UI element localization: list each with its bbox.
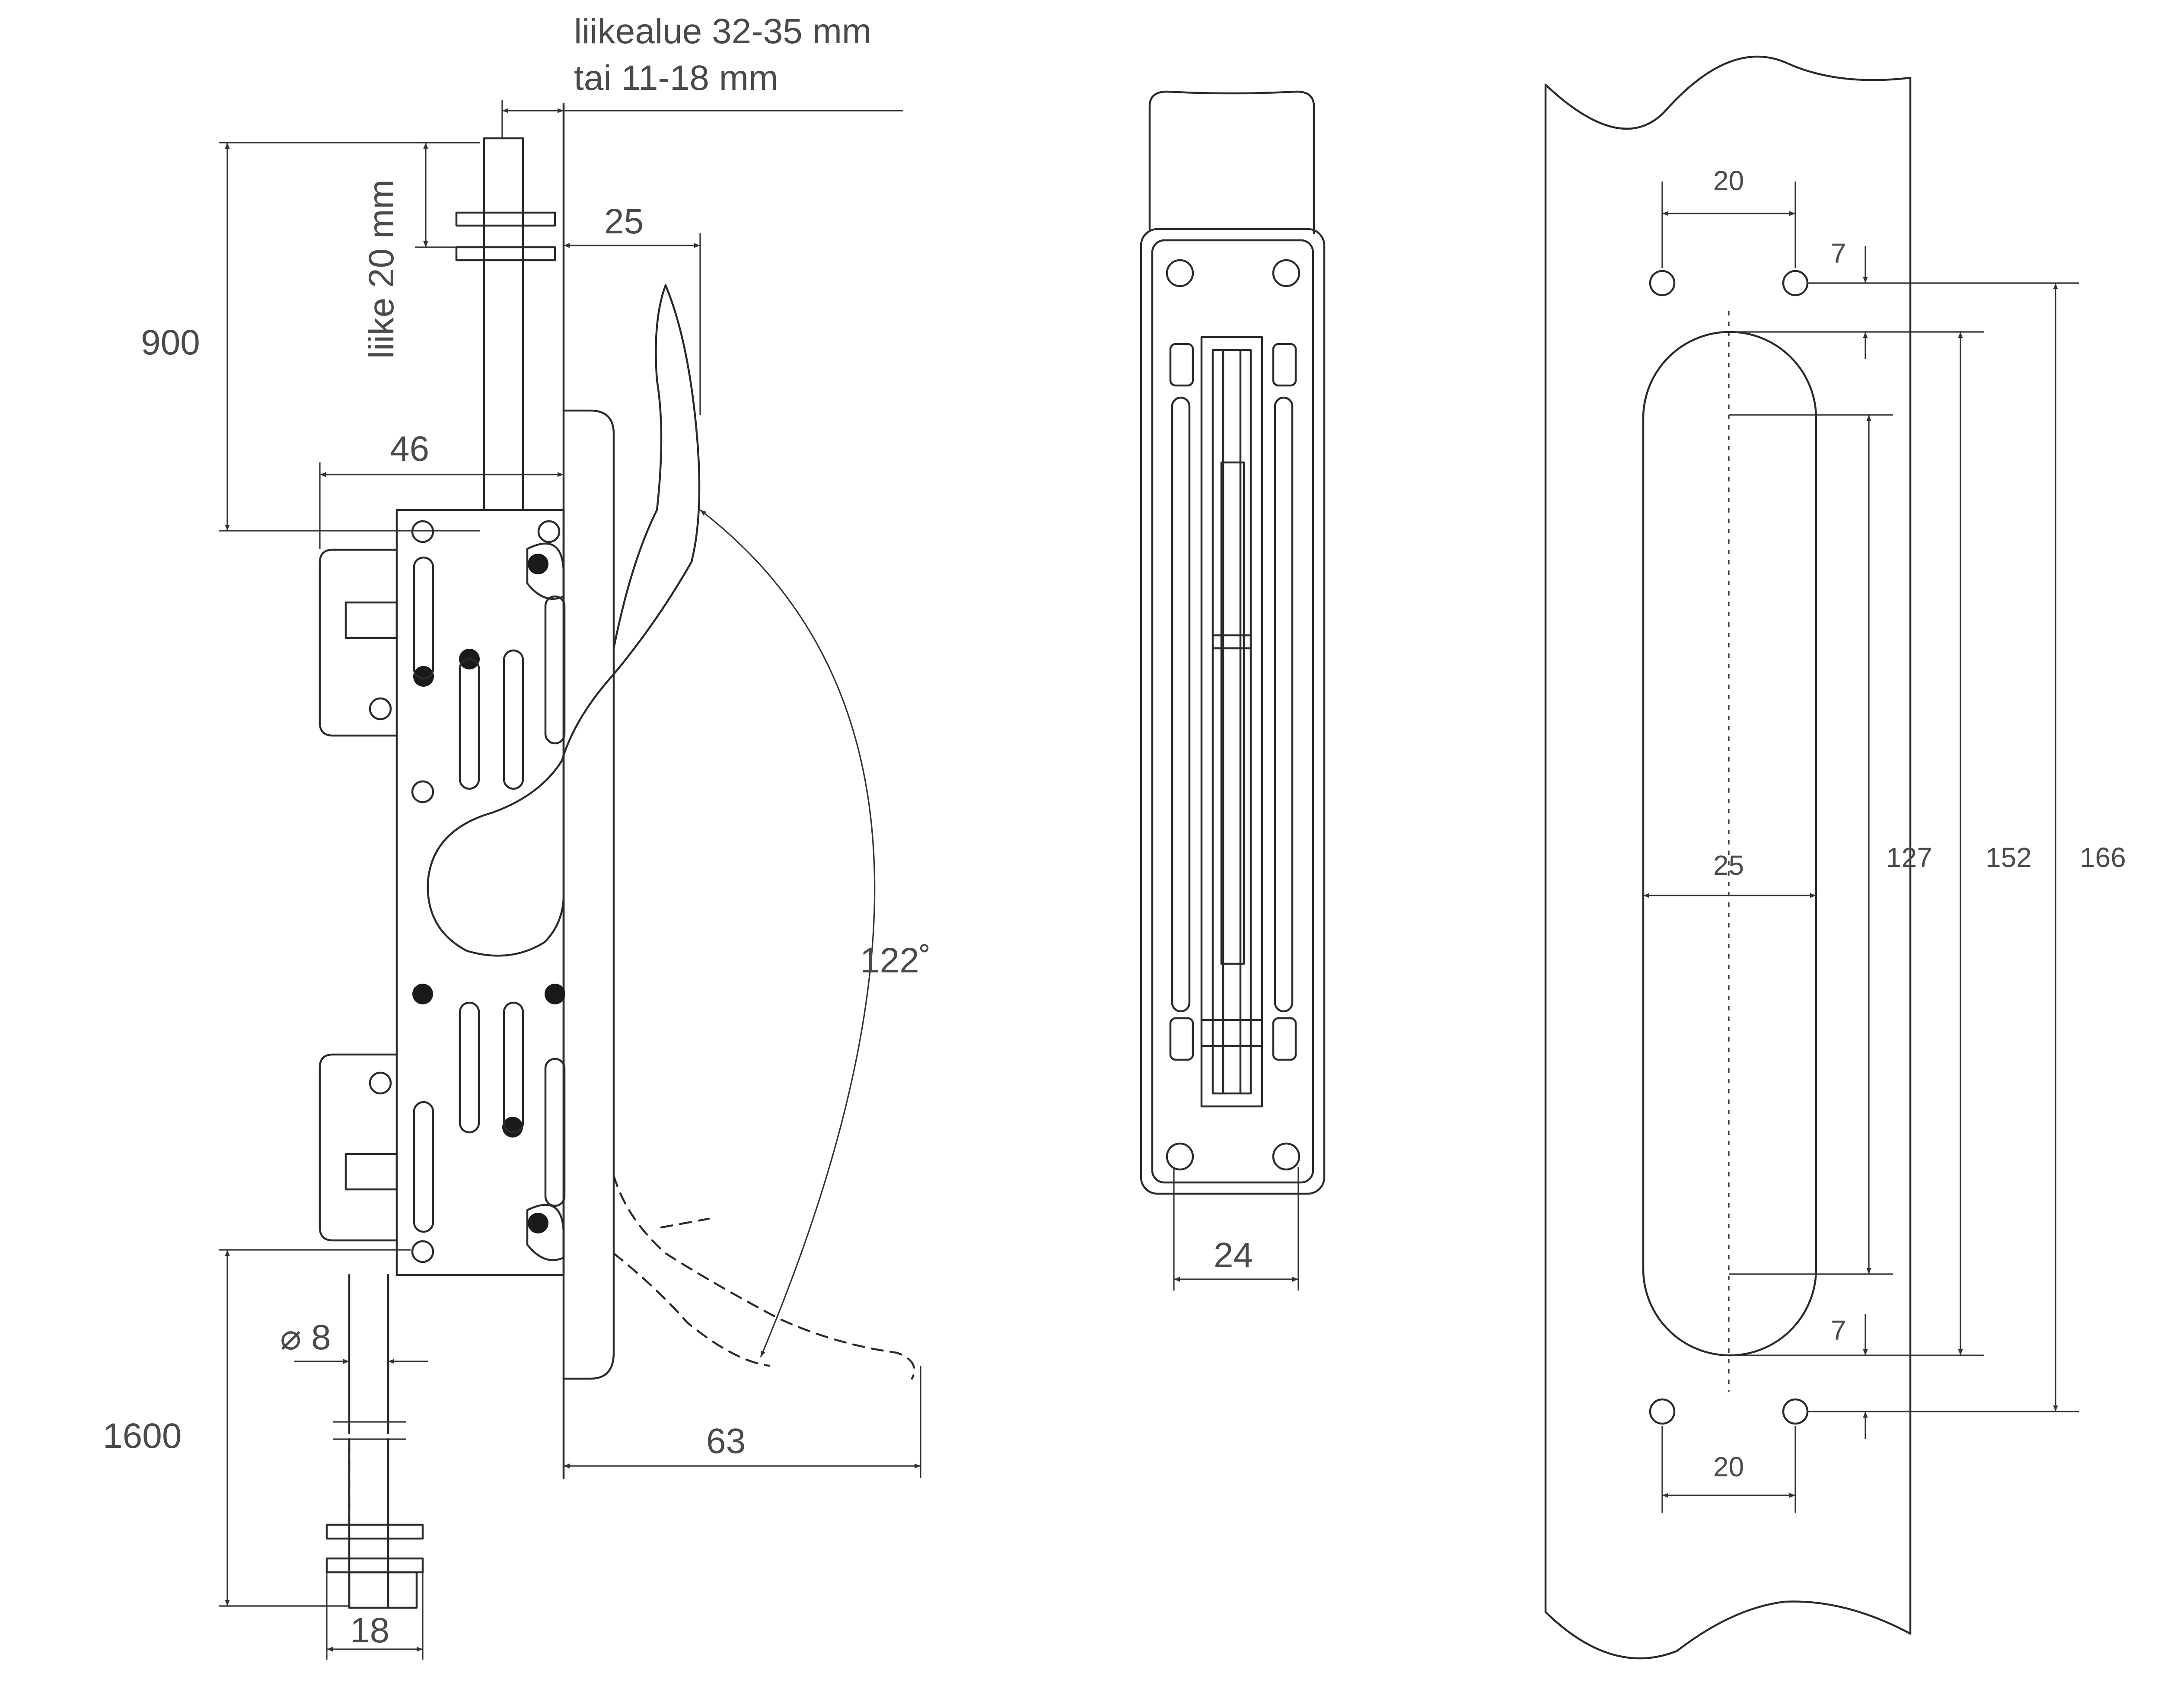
dim-152: 152 — [1986, 842, 2032, 873]
dim-7-bottom: 7 — [1831, 1315, 1846, 1346]
upper-rod — [455, 137, 556, 511]
stroke-label: liike 20 mm — [362, 179, 401, 359]
dim-127: 127 — [1886, 842, 1932, 873]
rotation-angle-label: 122˚ — [860, 941, 931, 980]
dim-46: 46 — [390, 429, 429, 468]
rotation-angle-arc — [700, 509, 876, 1357]
left-dimensions — [219, 100, 921, 1660]
fixing-hole — [1649, 270, 1676, 296]
dim-900: 900 — [141, 323, 200, 362]
dim-7-top: 7 — [1831, 238, 1846, 269]
lever-handle — [427, 284, 701, 957]
lock-case — [319, 509, 566, 1276]
lock-mechanism-view: liikealue 32-35 mm tai 11-18 mm liike 20… — [103, 12, 931, 1660]
dim-25-slot: 25 — [1713, 850, 1744, 881]
dim-20-bottom: 20 — [1713, 1451, 1744, 1482]
dim-18: 18 — [350, 1611, 389, 1650]
dim-rod-diameter: ⌀ 8 — [280, 1318, 331, 1357]
travel-label-line1: liikealue 32-35 mm — [574, 12, 871, 51]
dim-166: 166 — [2080, 842, 2126, 873]
dim-63: 63 — [706, 1421, 746, 1461]
fixing-hole — [1649, 1398, 1676, 1425]
dim-1600: 1600 — [103, 1416, 182, 1456]
handle-slot — [1642, 331, 1817, 1357]
dim-20-top: 20 — [1713, 165, 1744, 196]
fixing-hole — [1782, 1398, 1809, 1425]
travel-label-line2: tai 11-18 mm — [574, 58, 778, 98]
door-cutout-view: 20 20 7 7 25 127 152 166 — [1544, 55, 2126, 1660]
handle-rose-plate — [562, 409, 615, 1380]
lower-rod — [325, 1274, 424, 1609]
dim-25-left: 25 — [604, 202, 644, 241]
handle-front-view: 24 — [1140, 90, 1326, 1291]
dim-24: 24 — [1214, 1236, 1253, 1275]
fixing-hole — [1782, 270, 1809, 296]
